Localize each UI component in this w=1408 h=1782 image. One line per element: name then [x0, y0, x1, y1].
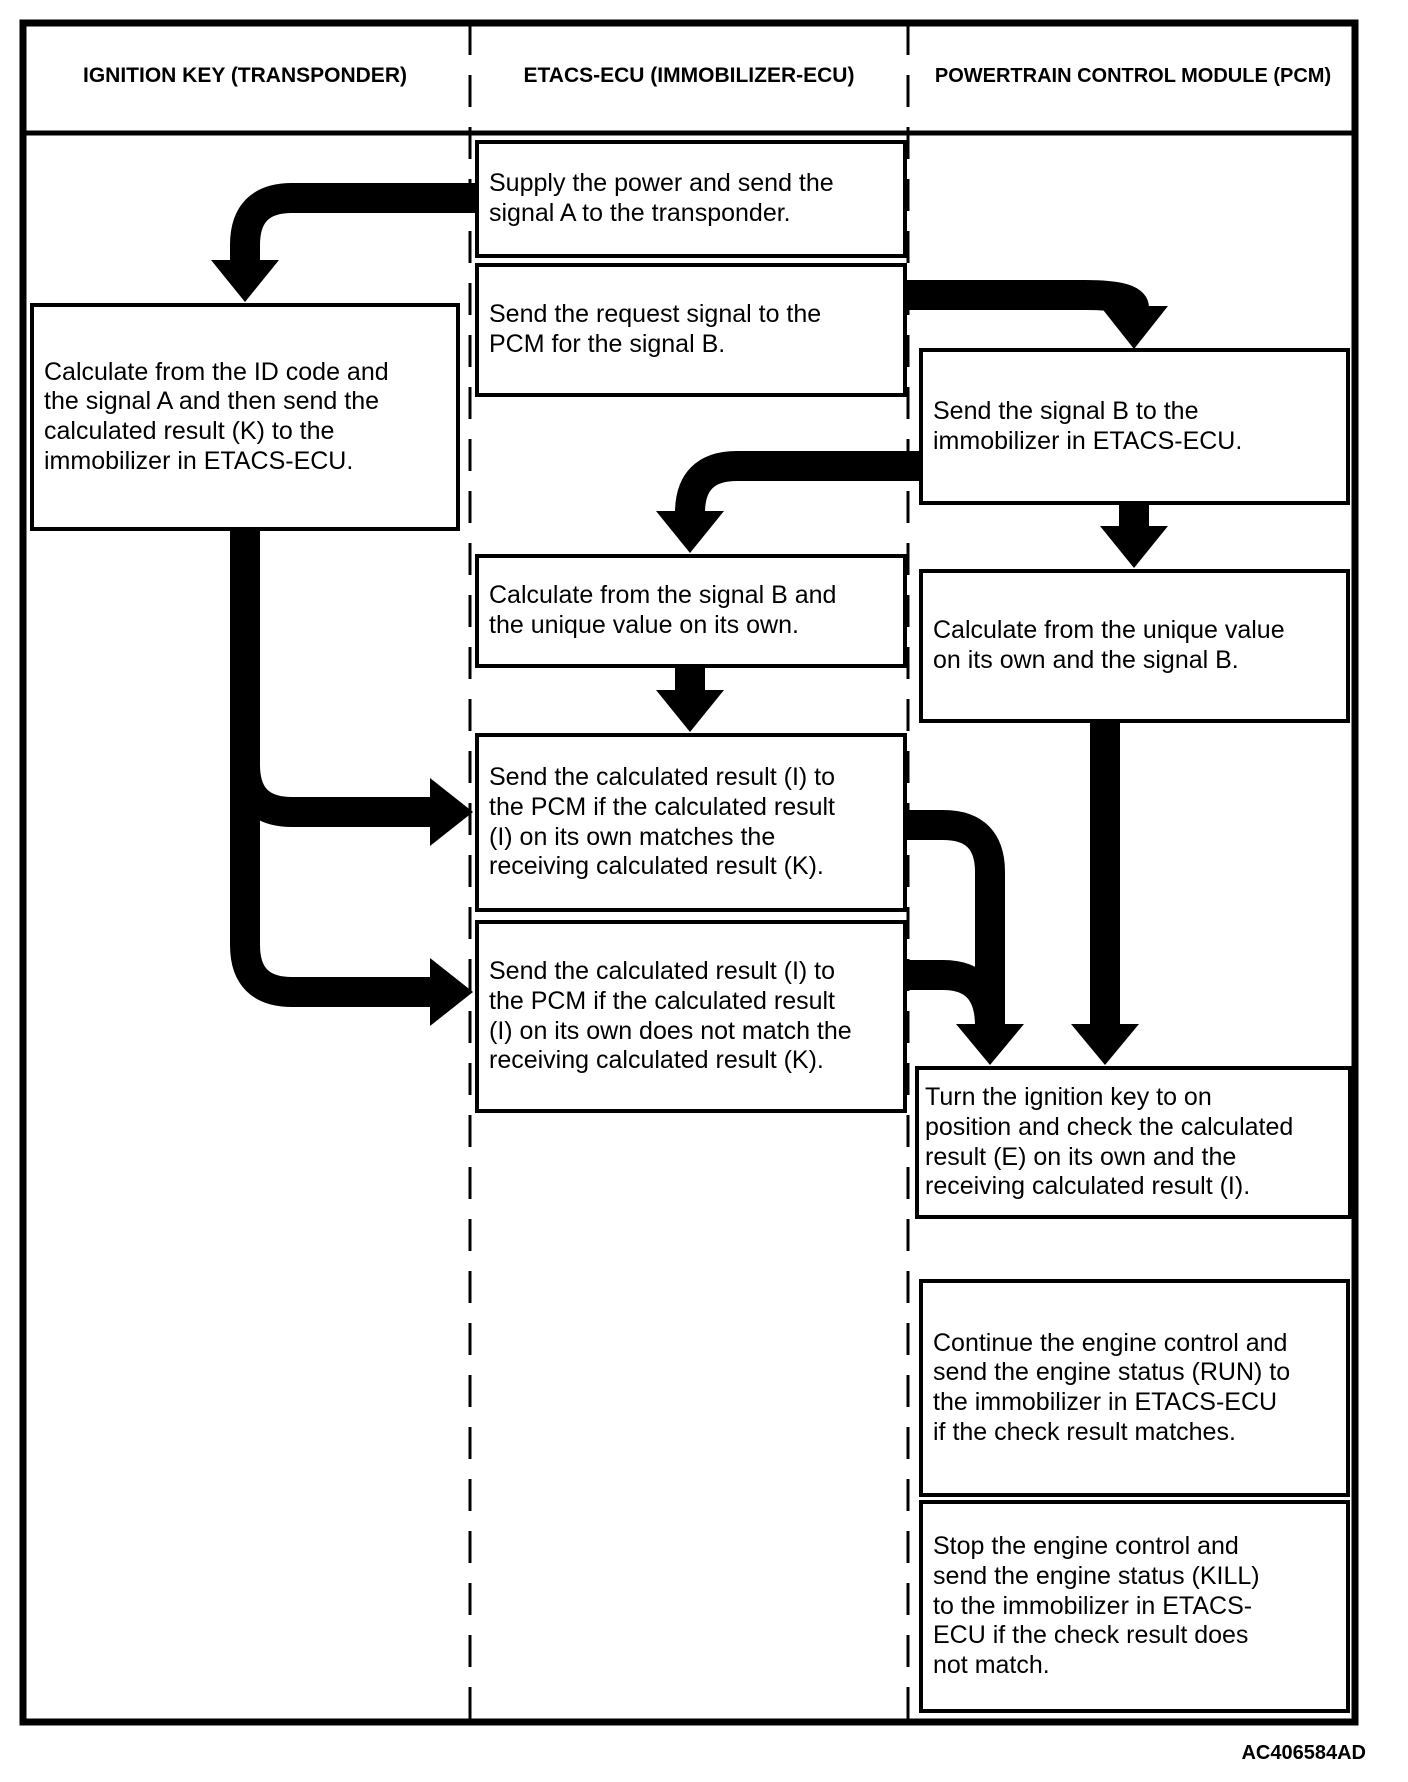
flow-box-text: Calculate from the ID code and the signa… [44, 357, 389, 475]
flow-box-text: Send the signal B to the immobilizer in … [933, 396, 1243, 455]
flow-box-text: Turn the ignition key to on position and… [925, 1083, 1294, 1201]
flow-box-text: Send the calculated result (I) to the PC… [489, 957, 852, 1075]
flow-box-pcm-continue-engine: Continue the engine control and send the… [919, 1279, 1350, 1497]
flow-box-pcm-send-signal-b: Send the signal B to the immobilizer in … [919, 348, 1350, 505]
flow-box-etacs-send-match: Send the calculated result (I) to the PC… [475, 733, 907, 912]
arrow-etacs-supply-to-key [211, 183, 477, 302]
flow-box-etacs-send-request: Send the request signal to the PCM for t… [475, 263, 907, 397]
arrow-key-to-etacs-match [230, 528, 473, 846]
flow-box-pcm-stop-engine: Stop the engine control and send the eng… [919, 1500, 1350, 1713]
arrow-pcm-calculate-to-turn-ignition [1071, 721, 1139, 1065]
flow-box-pcm-turn-ignition: Turn the ignition key to on position and… [915, 1066, 1352, 1219]
flow-box-ignition-calculate: Calculate from the ID code and the signa… [30, 303, 460, 531]
flow-box-text: Calculate from the signal B and the uniq… [489, 581, 837, 639]
column-header-ignition-key: IGNITION KEY (TRANSPONDER) [83, 64, 407, 87]
flow-box-text: Send the request signal to the PCM for t… [489, 300, 822, 358]
arrow-key-to-etacs-no-match [230, 528, 473, 1026]
flow-box-etacs-calculate-signal-b: Calculate from the signal B and the uniq… [475, 554, 907, 668]
flow-box-etacs-supply-power: Supply the power and send the signal A t… [475, 140, 907, 258]
arrow-etacs-request-to-pcm [905, 280, 1168, 349]
flow-box-pcm-calculate-unique: Calculate from the unique value on its o… [919, 569, 1350, 723]
arrow-etacs-match-to-pcm-turn-ignition [905, 810, 1024, 1065]
arrow-etacs-calculate-to-send [656, 666, 724, 732]
flow-box-text: Send the calculated result (I) to the PC… [489, 763, 836, 881]
figure-code: AC406584AD [1241, 1742, 1366, 1764]
flow-box-text: Supply the power and send the signal A t… [489, 169, 834, 227]
arrow-etacs-no-match-merge [905, 960, 1005, 1027]
flow-box-etacs-send-no-match: Send the calculated result (I) to the PC… [475, 920, 907, 1113]
flow-box-text: Continue the engine control and send the… [933, 1328, 1291, 1446]
flow-box-text: Calculate from the unique value on its o… [933, 616, 1285, 674]
arrow-pcm-signal-b-to-calculate [1100, 503, 1168, 568]
arrow-pcm-signal-b-to-etacs [656, 451, 921, 553]
flow-box-text: Stop the engine control and send the eng… [933, 1532, 1260, 1680]
column-header-pcm: POWERTRAIN CONTROL MODULE (PCM) [934, 64, 1332, 87]
column-header-etacs-ecu: ETACS-ECU (IMMOBILIZER-ECU) [523, 64, 855, 87]
